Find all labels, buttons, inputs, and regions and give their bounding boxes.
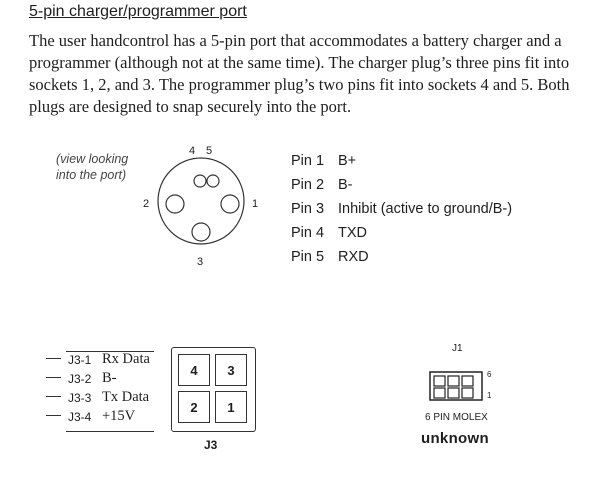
pin-desc: TXD <box>338 225 367 241</box>
pin-list: Pin 1 B+ Pin 2 B- Pin 3 Inhibit (active to … <box>291 149 512 269</box>
pin-row: Pin 3 Inhibit (active to ground/B-) <box>291 197 512 221</box>
lead-line <box>46 377 61 378</box>
pin-row: Pin 4 TXD <box>291 221 512 245</box>
port-outline <box>157 157 245 245</box>
pin-number: Pin 2 <box>291 177 325 193</box>
molex-cell <box>433 387 446 399</box>
molex-cell <box>447 387 460 399</box>
view-note-line2: into the port) <box>56 168 127 182</box>
j3-connector: 4 3 2 1 <box>171 347 256 432</box>
j3-pin-desc: +15V <box>102 408 136 424</box>
molex-pin-6-label: 6 <box>487 370 492 379</box>
j3-pin-desc: Rx Data <box>102 351 150 367</box>
socket-3 <box>191 222 211 242</box>
molex-cell <box>447 375 460 387</box>
lead-line <box>46 415 61 416</box>
molex-cell <box>433 375 446 387</box>
pin-desc: B- <box>338 177 353 193</box>
socket-2 <box>165 194 185 214</box>
pin-desc: RXD <box>338 249 369 265</box>
pin-desc: Inhibit (active to ground/B-) <box>338 201 513 217</box>
socket-1 <box>220 194 240 214</box>
port-diagram <box>157 157 245 245</box>
pin-label-3: 3 <box>197 256 204 268</box>
pin-label-1: 1 <box>252 198 259 210</box>
j3-rule-bottom <box>66 431 154 432</box>
lead-line <box>46 358 61 359</box>
j3-pin-id: J3-4 <box>68 410 92 424</box>
j1-label: J1 <box>452 343 463 354</box>
molex-label: 6 PIN MOLEX <box>425 412 488 423</box>
j3-rule-top <box>66 351 154 352</box>
j3-pin-id: J3-2 <box>68 372 92 386</box>
pin-number: Pin 3 <box>291 201 325 217</box>
molex-pin-1-label: 1 <box>487 391 492 400</box>
j3-pin-id: J3-3 <box>68 391 92 405</box>
pin-desc: B+ <box>338 153 357 169</box>
molex-outline <box>429 371 483 401</box>
pin-label-2: 2 <box>143 198 150 210</box>
j3-pin-desc: B- <box>102 370 117 386</box>
unknown-caption: unknown <box>421 430 489 447</box>
pin-label-5: 5 <box>206 145 213 157</box>
j3-cell-3: 3 <box>215 354 247 386</box>
lead-line <box>46 396 61 397</box>
molex-cell <box>461 387 474 399</box>
section-heading: 5-pin charger/programmer port <box>29 3 247 20</box>
j3-label: J3 <box>204 438 218 452</box>
section-paragraph: The user handcontrol has a 5-pin port th… <box>29 31 570 116</box>
view-note-line1: (view looking <box>56 152 129 166</box>
pin-number: Pin 5 <box>291 249 325 265</box>
socket-4 <box>193 174 207 188</box>
j3-cell-4: 4 <box>178 354 210 386</box>
pin-number: Pin 4 <box>291 225 325 241</box>
pin-row: Pin 1 B+ <box>291 149 512 173</box>
j3-pin-id: J3-1 <box>68 353 92 367</box>
j3-cell-2: 2 <box>178 391 210 423</box>
pin-row: Pin 5 RXD <box>291 245 512 269</box>
pin-label-4: 4 <box>189 145 196 157</box>
view-note: (view looking into the port) <box>56 151 128 183</box>
pin-number: Pin 1 <box>291 153 325 169</box>
molex-connector <box>429 371 483 401</box>
j3-cell-1: 1 <box>215 391 247 423</box>
socket-5 <box>206 174 220 188</box>
pin-row: Pin 2 B- <box>291 173 512 197</box>
j3-pin-desc: Tx Data <box>102 389 150 405</box>
molex-cell <box>461 375 474 387</box>
